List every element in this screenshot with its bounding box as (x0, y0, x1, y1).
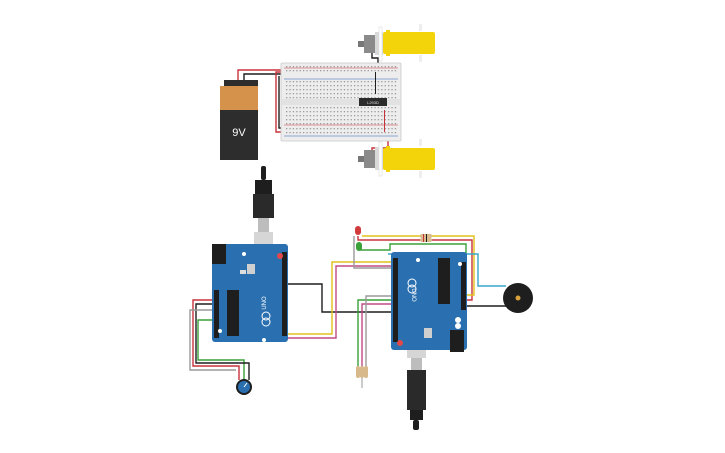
usb-cable-left[interactable] (253, 166, 274, 258)
battery-label: 9V (232, 127, 246, 139)
wire-battery-black[interactable] (243, 73, 290, 80)
wire-yellow-link[interactable] (288, 261, 398, 335)
motor-driver-chip[interactable]: L293D (359, 98, 387, 106)
wire-pot-green[interactable] (197, 319, 245, 380)
potentiometer[interactable] (236, 379, 252, 395)
breadboard-holes (286, 66, 397, 134)
wire-pot-red[interactable] (192, 299, 240, 380)
wire-pot-gray[interactable] (189, 309, 236, 371)
wire-bottom-gray[interactable] (365, 295, 398, 370)
wire-pink-link[interactable] (288, 265, 398, 339)
jumper-black[interactable] (375, 72, 376, 94)
wire-led-gray[interactable] (353, 236, 392, 269)
arduino-uno-right[interactable]: UNO (391, 252, 467, 352)
wire-led-red[interactable] (357, 236, 473, 301)
resistors-bottom[interactable] (356, 366, 368, 388)
arduino-uno-left[interactable]: UNO (212, 244, 288, 342)
dc-motor-bottom[interactable] (358, 139, 435, 178)
jumper-red[interactable] (384, 110, 385, 132)
resistor-top-1[interactable] (420, 234, 432, 238)
wire-battery-red[interactable] (237, 69, 290, 80)
wire-bottom-pink[interactable] (361, 303, 398, 370)
breadboard[interactable] (280, 62, 402, 142)
wire-res-yellow[interactable] (362, 235, 475, 296)
battery-9v[interactable]: 9V (220, 80, 258, 160)
buzzer[interactable] (503, 283, 533, 313)
wire-bottom-green[interactable] (357, 299, 398, 370)
arduino-left-label: UNO (262, 296, 268, 310)
led-red[interactable] (355, 226, 361, 235)
wire-pot-black[interactable] (195, 303, 250, 380)
resistor-top-2[interactable] (420, 238, 432, 242)
led-green[interactable] (356, 242, 362, 251)
wire-black-link[interactable] (288, 283, 398, 313)
chip-label: L293D (367, 100, 379, 105)
arduino-right-label: UNO (410, 288, 416, 302)
dc-motor-top[interactable] (358, 24, 435, 62)
